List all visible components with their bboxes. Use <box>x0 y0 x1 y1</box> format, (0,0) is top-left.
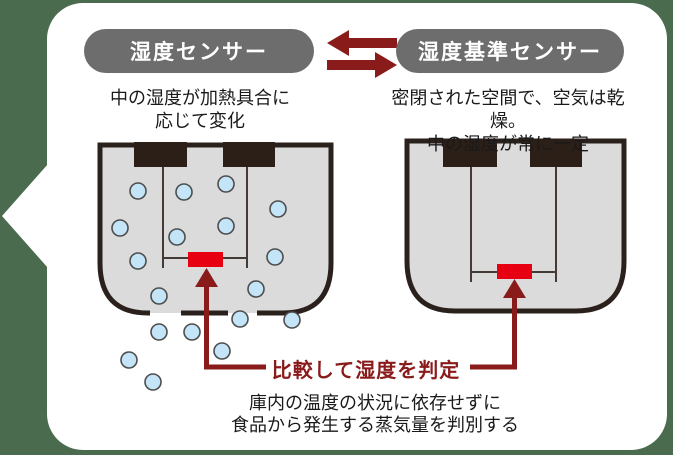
moisture-droplet-icon <box>183 323 201 341</box>
sensor-element <box>497 264 532 279</box>
heater-block-icon <box>443 139 497 167</box>
vessel-body <box>407 141 624 311</box>
humidity-sensor-pill: 湿度センサー <box>84 29 314 73</box>
vessel-outline <box>404 138 627 314</box>
moisture-droplet-icon <box>266 248 284 266</box>
moisture-droplet-icon <box>283 311 301 329</box>
description-line: 中の湿度が常に一定 <box>427 134 589 154</box>
caption-line: 食品から発生する蒸気量を判別する <box>231 415 519 435</box>
speech-bubble-tail-icon <box>2 164 48 268</box>
reference-sensor-vessel <box>404 138 627 314</box>
moisture-droplet-icon <box>150 287 168 305</box>
description-line: 中の湿度が加熱具合に <box>110 88 290 108</box>
moisture-droplet-icon <box>150 323 168 341</box>
vessel-body <box>100 145 331 313</box>
humidity-sensor-label: 湿度センサー <box>130 41 268 64</box>
swap-arrow-right-icon <box>327 52 397 78</box>
caption-line: 庫内の温度の状況に依存せずに <box>249 393 501 413</box>
moisture-droplet-icon <box>129 182 147 200</box>
reference-sensor-label: 湿度基準センサー <box>418 41 602 64</box>
heater-block-icon <box>134 142 187 167</box>
heater-block-icon <box>223 142 275 167</box>
humidity-sensor-vessel <box>97 142 334 316</box>
moisture-droplet-icon <box>217 175 235 193</box>
moisture-droplet-icon <box>129 252 147 270</box>
bottom-caption: 庫内の温度の状況に依存せずに 食品から発生する蒸気量を判別する <box>200 392 550 436</box>
moisture-droplet-icon <box>247 280 265 298</box>
humidity-sensor-description: 中の湿度が加熱具合に 応じて変化 <box>80 87 320 133</box>
moisture-droplet-icon <box>120 351 138 369</box>
swap-arrow-icon <box>327 30 397 78</box>
moisture-droplet-icon <box>168 228 186 246</box>
moisture-droplets <box>111 175 301 391</box>
description-line: 密閉された空間で、空気は乾燥。 <box>391 88 625 131</box>
moisture-droplet-icon <box>269 200 287 218</box>
right-pointer-arrowhead-icon <box>503 279 526 298</box>
reference-sensor-description: 密閉された空間で、空気は乾燥。 中の湿度が常に一定 <box>383 87 633 156</box>
reference-sensor-pill: 湿度基準センサー <box>396 29 624 73</box>
description-line: 応じて変化 <box>155 111 245 131</box>
comparison-pointers <box>195 268 526 370</box>
judgement-label: 比較して湿度を判定 <box>271 360 461 382</box>
moisture-droplet-icon <box>111 219 129 237</box>
moisture-droplet-icon <box>144 373 162 391</box>
left-pointer-arrowhead-icon <box>195 268 218 287</box>
sensor-element <box>188 252 223 267</box>
right-pointer-line <box>470 294 517 370</box>
moisture-droplet-icon <box>213 342 231 360</box>
moisture-droplet-icon <box>175 183 193 201</box>
vessel-outline <box>97 142 334 316</box>
moisture-droplet-icon <box>231 310 249 328</box>
heater-block-icon <box>530 139 582 167</box>
swap-arrow-left-icon <box>327 30 397 56</box>
left-pointer-line <box>204 284 266 370</box>
moisture-droplet-icon <box>217 217 235 235</box>
